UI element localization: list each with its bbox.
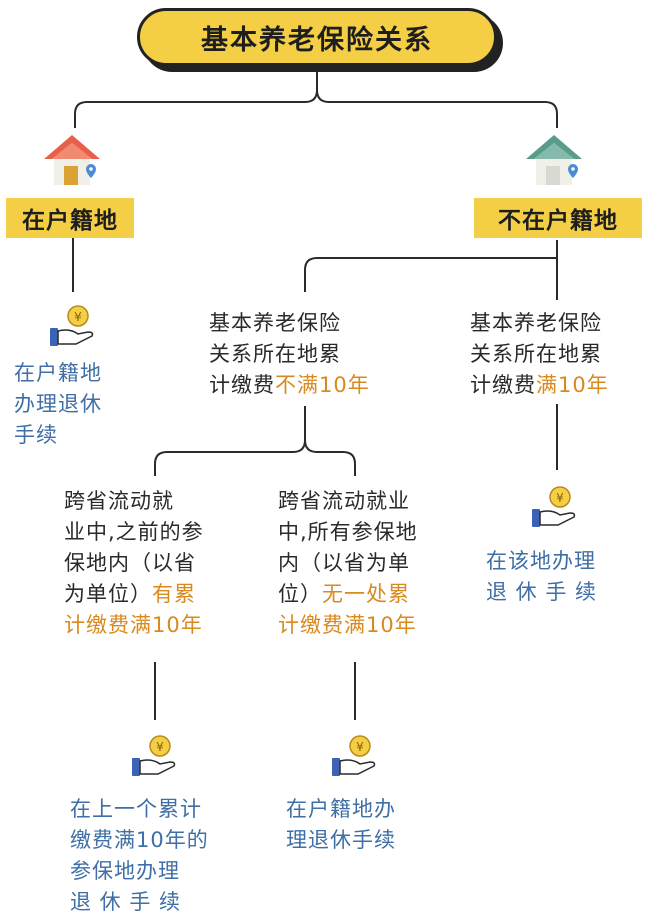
result-left-line2: 办理退休 (14, 392, 102, 416)
hand-coin-icon: ¥ (50, 305, 94, 346)
condition-under10-line3: 计缴费不满10年 (209, 373, 370, 397)
location-pin-icon (86, 164, 96, 178)
result-over10-line1: 在该地办理 (486, 549, 596, 573)
branch-a-line2: 业中,之前的参 (64, 520, 204, 544)
hand-coin-icon: ¥ (332, 735, 376, 776)
location-label-not-hukou: 不在户籍地 (474, 198, 642, 238)
branch-b-line3: 内（以省为单 (278, 551, 410, 575)
condition-over10-line3: 计缴费满10年 (470, 373, 609, 397)
location-pin-icon (568, 164, 578, 178)
condition-under10-line2: 关系所在地累 (209, 342, 341, 366)
branch-a-line5: 计缴费满10年 (64, 613, 203, 637)
condition-under10-highlight: 不满10年 (275, 373, 370, 397)
house-icon (44, 135, 100, 185)
result-branch-b-line1: 在户籍地办 (286, 797, 396, 821)
condition-under10-line1: 基本养老保险 (209, 311, 341, 335)
branch-b-line4: 位）无一处累 (278, 582, 410, 606)
branch-b-line2: 中,所有参保地 (278, 520, 418, 544)
location-label-hukou: 在户籍地 (6, 198, 134, 238)
condition-over10-highlight: 满10年 (536, 373, 609, 397)
hand-coin-icon: ¥ (532, 486, 576, 527)
condition-over10-line1: 基本养老保险 (470, 311, 602, 335)
result-branch-a-line3: 参保地办理 (70, 859, 180, 883)
branch-a-line1: 跨省流动就 (64, 489, 174, 513)
branch-a-line3: 保地内（以省 (64, 551, 196, 575)
svg-text:¥: ¥ (156, 740, 164, 754)
branch-b-line1: 跨省流动就业 (278, 489, 410, 513)
svg-text:¥: ¥ (74, 310, 82, 324)
page-title: 基本养老保险关系 (137, 8, 497, 66)
result-left-line1: 在户籍地 (14, 361, 102, 385)
result-branch-a-line4: 退 休 手 续 (70, 890, 182, 914)
branch-b-line5: 计缴费满10年 (278, 613, 417, 637)
result-branch-a-line1: 在上一个累计 (70, 797, 202, 821)
result-branch-b-line2: 理退休手续 (286, 828, 396, 852)
svg-text:¥: ¥ (356, 740, 364, 754)
house-icon (526, 135, 582, 185)
branch-a-line4: 为单位）有累 (64, 582, 196, 606)
result-over10-line2: 退 休 手 续 (486, 580, 598, 604)
svg-text:¥: ¥ (556, 491, 564, 505)
hand-coin-icon: ¥ (132, 735, 176, 776)
result-branch-a-line2: 缴费满10年的 (70, 828, 209, 852)
result-left-line3: 手续 (14, 423, 58, 447)
condition-over10-line2: 关系所在地累 (470, 342, 602, 366)
